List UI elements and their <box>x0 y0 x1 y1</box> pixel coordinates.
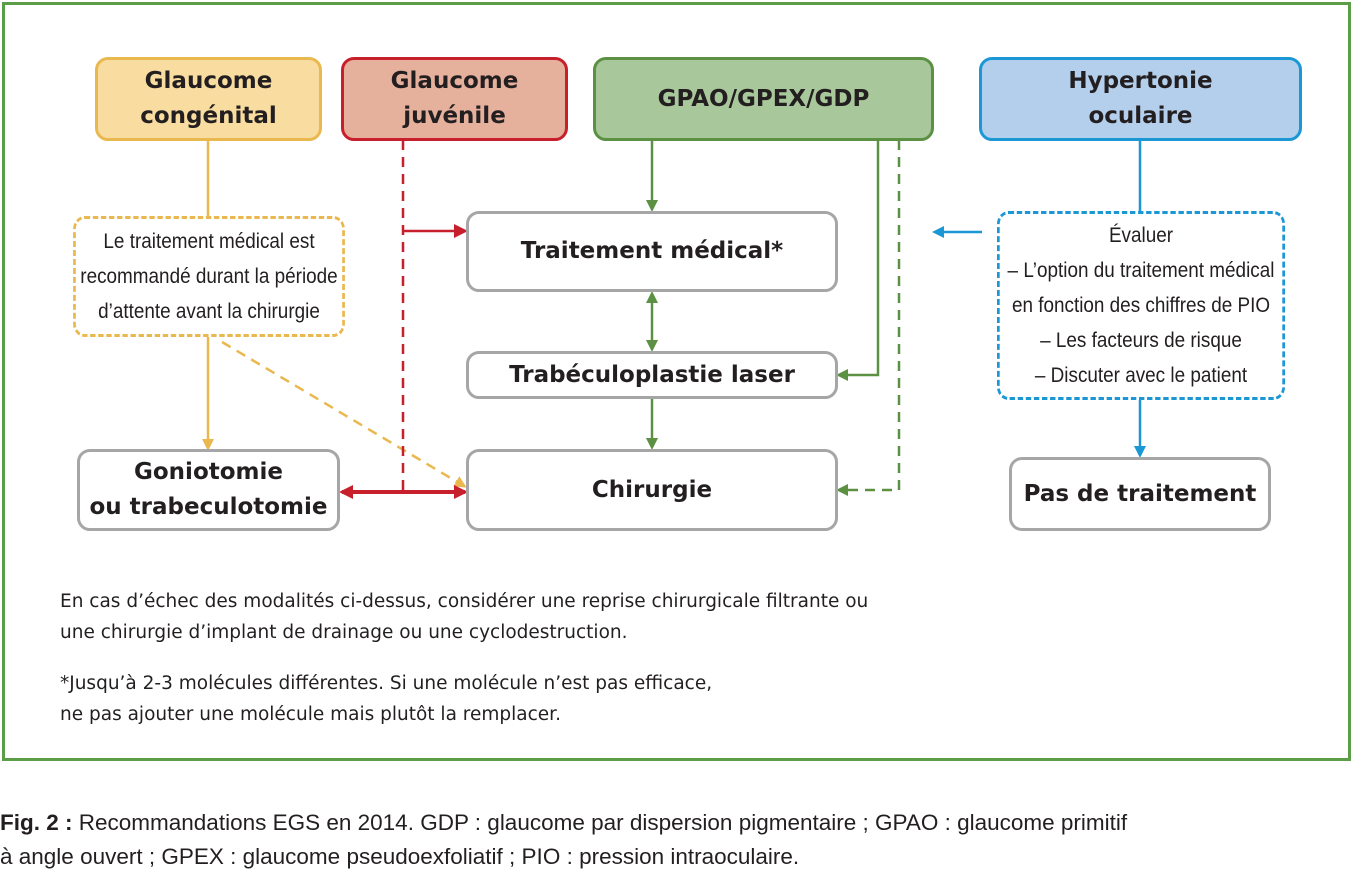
category-hypertonie-oculaire: Hypertonie oculaire <box>979 57 1302 141</box>
caption-line-2: à angle ouvert ; GPEX : glaucome pseudoe… <box>0 844 800 869</box>
caption-label: Fig. 2 : <box>0 810 73 835</box>
box-trabeculoplastie-laser: Trabéculoplastie laser <box>466 351 838 399</box>
category-glaucome-congenital: Glaucome congénital <box>95 57 322 141</box>
caption-line-1: Fig. 2 : Recommandations EGS en 2014. GD… <box>0 810 1128 835</box>
box-pas-de-traitement: Pas de traitement <box>1009 457 1271 531</box>
note-hypertonie: Évaluer – L’option du traitement médical… <box>997 211 1285 400</box>
figure-caption: Fig. 2 : Recommandations EGS en 2014. GD… <box>0 806 1359 874</box>
arrow-note-to-chirurgie <box>221 340 467 488</box>
arrow-gpao-to-trabeculoplastie <box>836 140 880 381</box>
footnote-echec: En cas d’échec des modalités ci-dessus, … <box>60 591 869 643</box>
category-gpao-gpex-gdp: GPAO/GPEX/GDP <box>593 57 934 141</box>
diagram-frame <box>2 2 1351 761</box>
box-goniotomie: Goniotomie ou trabeculotomie <box>77 449 340 531</box>
box-chirurgie: Chirurgie <box>466 449 838 531</box>
footnote-asterisk: *Jusqu’à 2-3 molécules différentes. Si u… <box>60 673 713 725</box>
box-traitement-medical: Traitement médical* <box>466 211 838 292</box>
note-congenital: Le traitement médical est recommandé dur… <box>73 216 345 337</box>
arrow-gpao-to-chirurgie <box>836 140 901 496</box>
category-glaucome-juvenile: Glaucome juvénile <box>341 57 568 141</box>
